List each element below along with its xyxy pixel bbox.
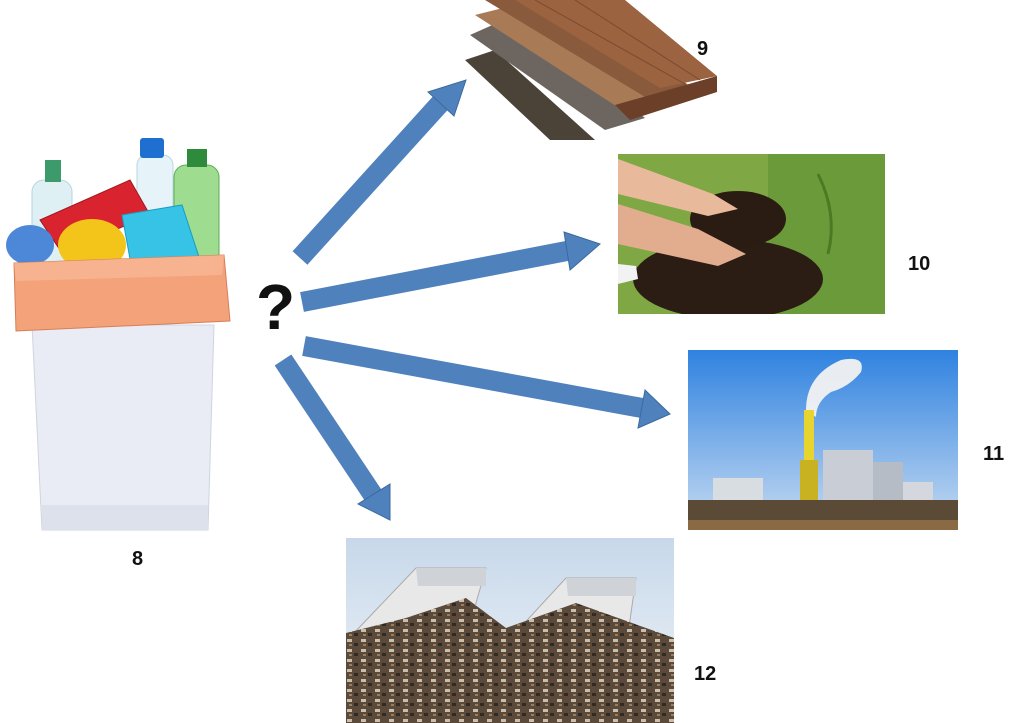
question-mark: ? [256, 271, 296, 343]
waste-bin-image [6, 138, 231, 531]
soil-image [618, 154, 885, 314]
plant-image [688, 350, 958, 530]
item-number-11: 11 [983, 443, 1005, 465]
arrow-to-planks [292, 79, 467, 265]
landfill-image [346, 538, 674, 723]
item-number-8: 8 [132, 548, 144, 570]
arrow-to-landfill [274, 354, 391, 521]
item-number-10: 10 [908, 253, 931, 275]
arrow-to-plant [302, 336, 671, 429]
planks-image [465, 0, 717, 140]
arrow-to-soil [300, 231, 601, 312]
item-number-12: 12 [694, 663, 717, 685]
item-number-9: 9 [697, 38, 709, 60]
